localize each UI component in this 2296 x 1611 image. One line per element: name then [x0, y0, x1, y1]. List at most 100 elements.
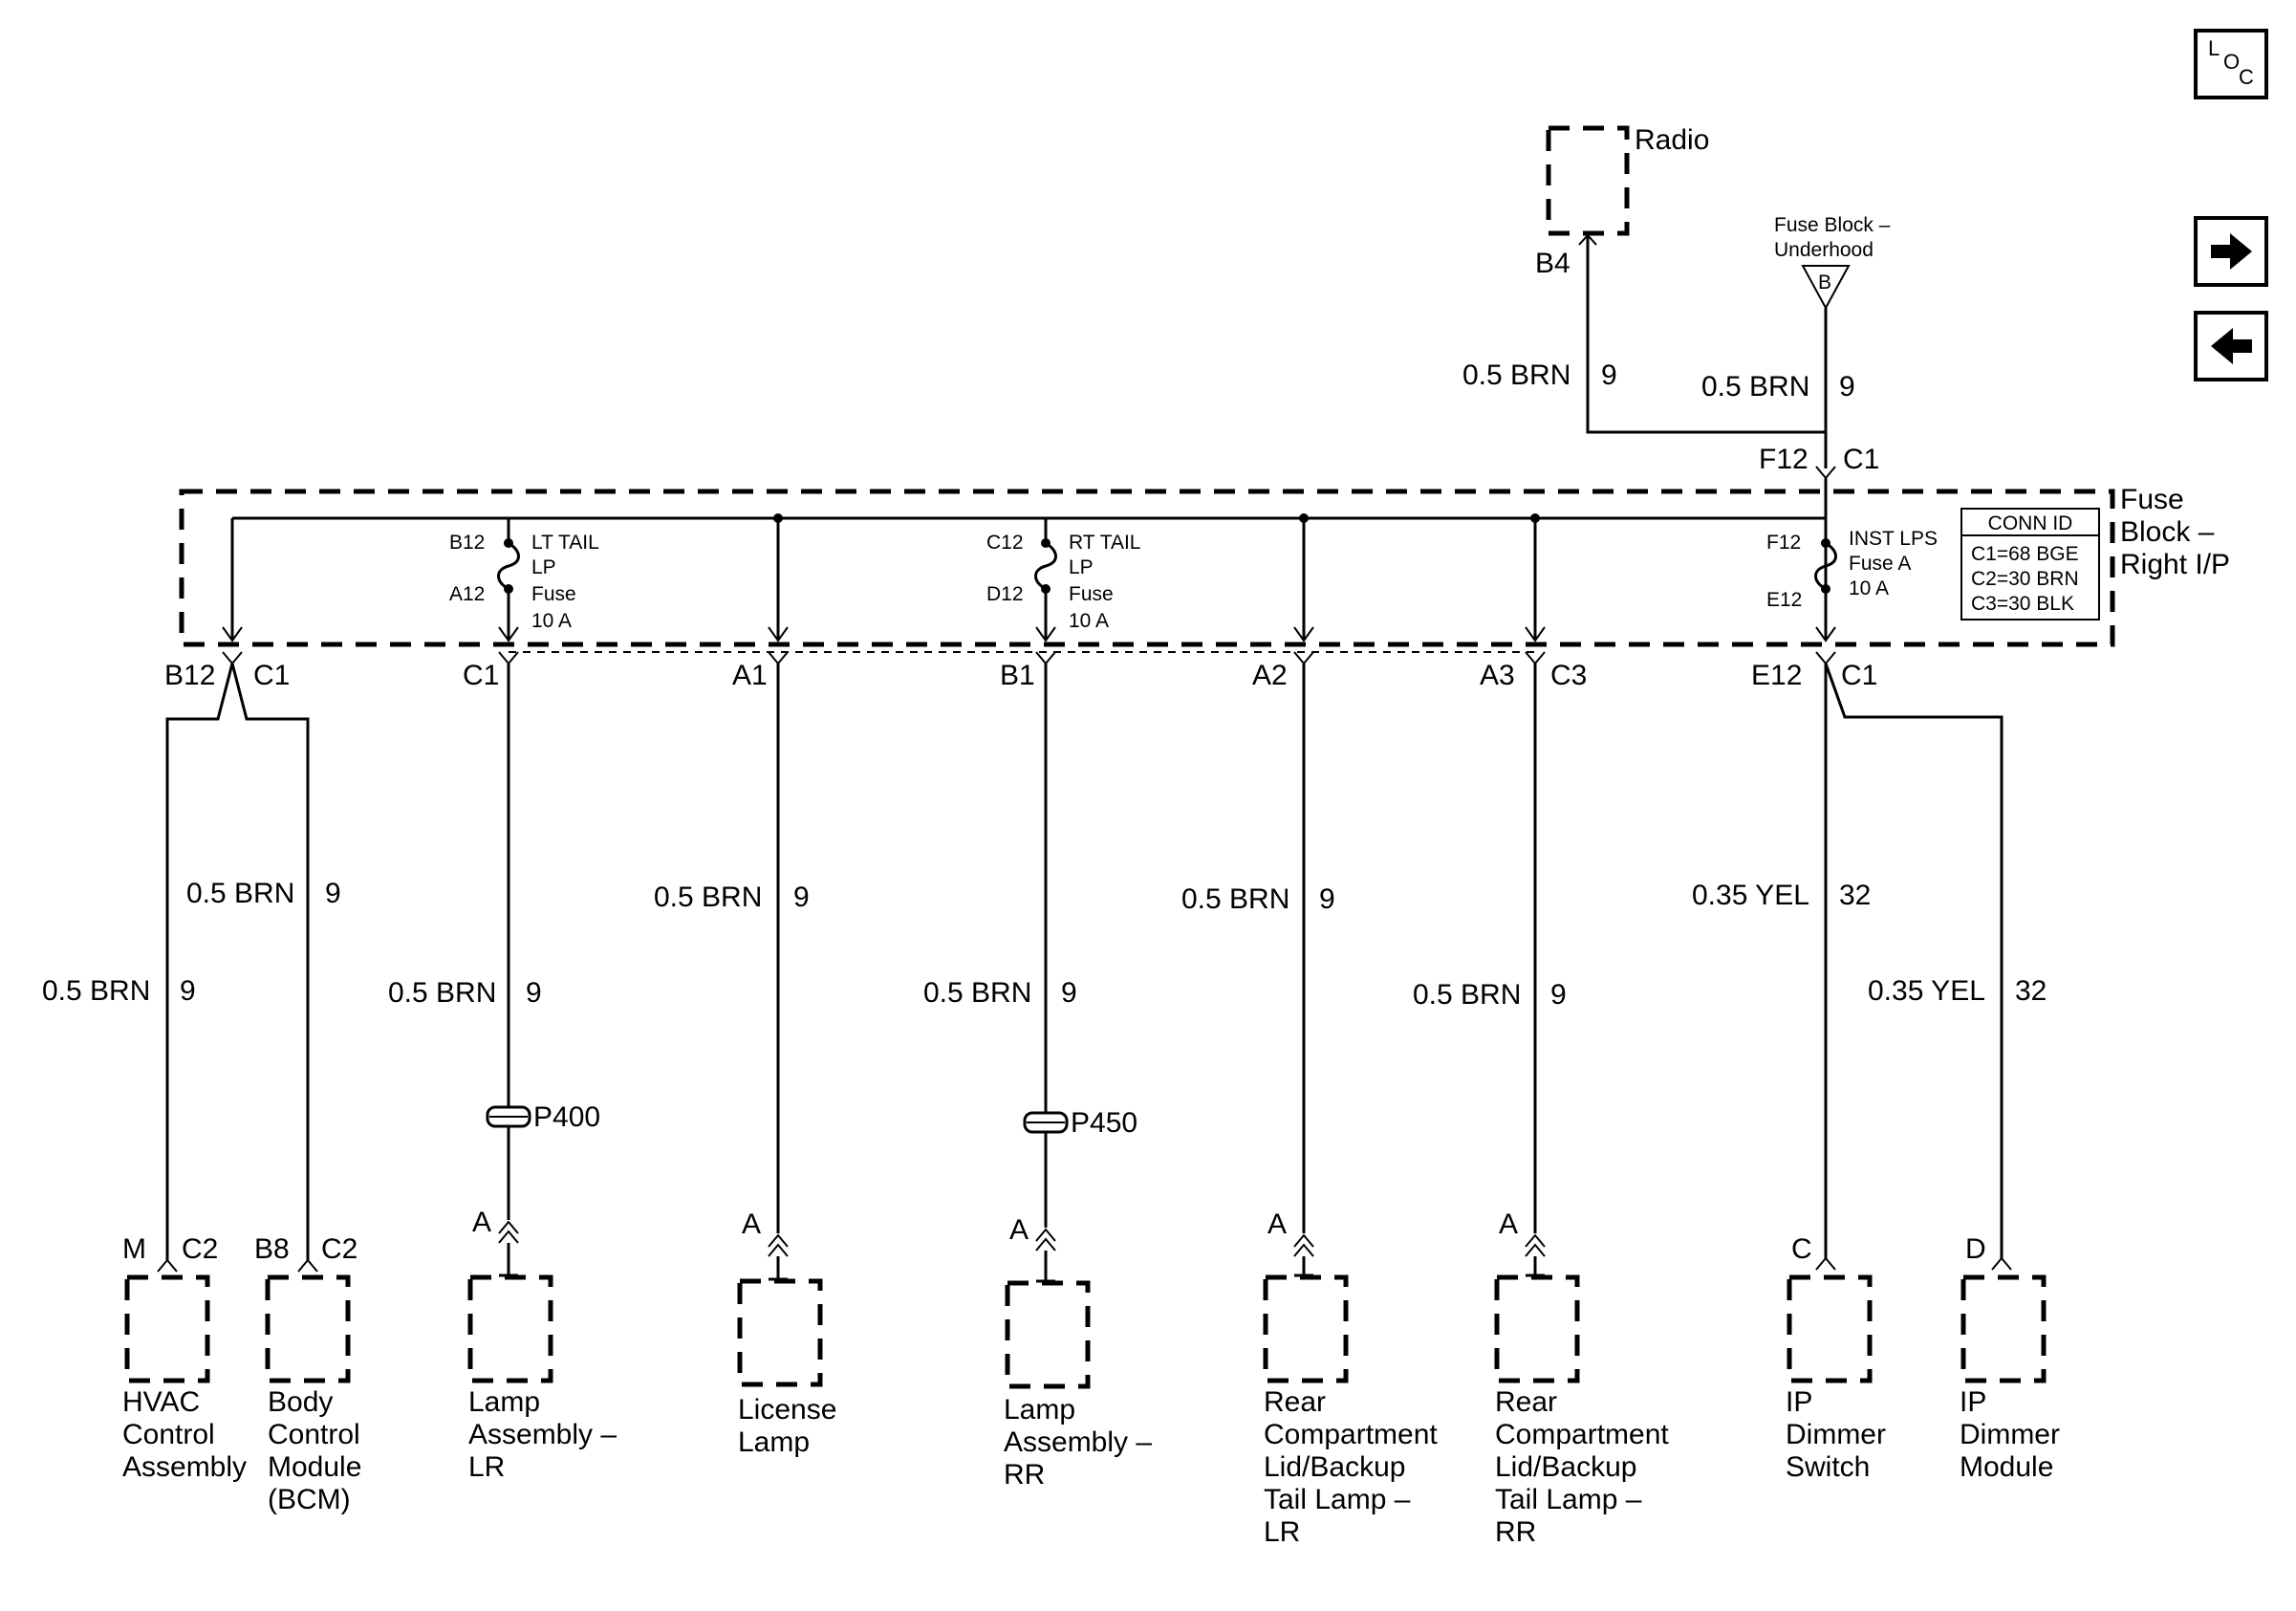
component-label: Lamp: [738, 1426, 810, 1458]
output-pin: E12: [1751, 660, 1802, 691]
wire-label: 0.35 YEL: [1868, 975, 1985, 1007]
splice-label: P400: [533, 1101, 600, 1133]
fuse-bottom-pin: A12: [449, 583, 485, 605]
fuse-label: 10 A: [531, 610, 572, 632]
component-label: RR: [1495, 1516, 1536, 1548]
component-rear-compartment-rr: A Rear Compartment Lid/Backup Tail Lamp …: [1494, 1208, 1669, 1548]
underhood-source-symbol: [1801, 265, 1851, 311]
wire-label: 0.5 BRN: [186, 878, 294, 909]
wire-circuit: 32: [1839, 880, 1871, 911]
component-ip-dimmer-switch: C IP Dimmer Switch: [1786, 1233, 1886, 1483]
wire-label: 0.5 BRN: [388, 977, 496, 1009]
component-lamp-rr: A Lamp Assembly – RR: [1004, 1214, 1152, 1491]
wire-lamp-lr: 0.5 BRN 9: [388, 664, 542, 1220]
underhood-wire-label: 0.5 BRN: [1701, 371, 1809, 403]
svg-text:C: C: [2239, 65, 2254, 89]
fuse-block-title-3: Right I/P: [2120, 549, 2230, 580]
output-conn: C3: [1550, 660, 1587, 691]
component-label: Control: [268, 1419, 360, 1450]
component-label: Rear: [1495, 1386, 1557, 1418]
component-label: Module: [268, 1451, 361, 1483]
component-label: LR: [468, 1451, 505, 1483]
fuse-bottom-pin: E12: [1766, 589, 1802, 611]
output-conn: C1: [253, 660, 290, 691]
wire-circuit: 9: [526, 977, 542, 1009]
output-conn: C1: [1841, 660, 1877, 691]
fuse-label: Fuse: [531, 583, 576, 605]
component-label: License: [738, 1394, 836, 1426]
conn-id-row: C2=30 BRN: [1971, 568, 2079, 590]
component-bcm: B8 C2 Body Control Module (BCM): [254, 1233, 361, 1515]
wire-label: 0.35 YEL: [1692, 880, 1809, 911]
fuse-top-pin: B12: [449, 532, 485, 554]
next-arrow-icon[interactable]: [2194, 216, 2268, 287]
component-label: Rear: [1264, 1386, 1326, 1418]
component-pin: A: [1009, 1214, 1029, 1246]
fuse-label: LP: [531, 556, 556, 578]
underhood-conn: C1: [1843, 444, 1879, 475]
conn-id-table: CONN ID C1=68 BGE C2=30 BRN C3=30 BLK: [1960, 508, 2100, 620]
component-label: Control: [122, 1419, 215, 1450]
component-ip-dimmer-module: D IP Dimmer Module: [1960, 1233, 2060, 1483]
fuse-block-title-2: Block –: [2120, 516, 2215, 548]
wire-lamp-rr: 0.5 BRN 9: [923, 664, 1077, 1228]
wire-label: 0.5 BRN: [1413, 979, 1521, 1011]
component-conn: C2: [321, 1233, 357, 1265]
wire-rc-lr: 0.5 BRN 9: [1181, 664, 1335, 1233]
wire-label: 0.5 BRN: [654, 882, 762, 913]
wire-label: 0.5 BRN: [923, 977, 1031, 1009]
fuse-label: Fuse: [1069, 583, 1114, 605]
splice-p400: P400: [486, 1101, 600, 1133]
wire-circuit: 9: [325, 878, 341, 909]
fuse-label: 10 A: [1849, 577, 1889, 599]
component-pin: A: [1267, 1208, 1287, 1240]
fuse-top-pin: F12: [1766, 532, 1801, 554]
output-pin: B1: [1000, 660, 1035, 691]
component-hvac: M C2 HVAC Control Assembly: [122, 1233, 247, 1483]
wire-circuit: 9: [1061, 977, 1077, 1009]
output-pin: A1: [732, 660, 768, 691]
previous-arrow-icon[interactable]: [2194, 311, 2268, 381]
svg-text:L: L: [2208, 36, 2220, 60]
component-label: Body: [268, 1386, 333, 1418]
underhood-label-1: Fuse Block –: [1774, 214, 1891, 236]
splice-p450: P450: [1023, 1107, 1137, 1139]
component-rear-compartment-lr: A Rear Compartment Lid/Backup Tail Lamp …: [1263, 1208, 1438, 1548]
output-pin: A2: [1252, 660, 1288, 691]
component-license-lamp: A License Lamp: [737, 1208, 836, 1458]
underhood-wire-circuit: 9: [1839, 371, 1855, 403]
underhood-symbol-letter: B: [1818, 272, 1831, 294]
wire-circuit: 9: [793, 882, 810, 913]
radio-wire-circuit: 9: [1601, 359, 1617, 391]
component-pin: M: [122, 1233, 146, 1265]
component-label: Lamp: [1004, 1394, 1075, 1426]
fuse-label: Fuse A: [1849, 553, 1911, 575]
bus-taps: [768, 513, 1546, 642]
component-conn: C2: [182, 1233, 218, 1265]
fuse-label: INST LPS: [1849, 528, 1938, 550]
component-label: IP: [1786, 1386, 1812, 1418]
component-lamp-lr: A Lamp Assembly – LR: [467, 1207, 617, 1483]
component-label: Compartment: [1495, 1419, 1669, 1450]
component-pin: D: [1965, 1233, 1986, 1265]
radio-label: Radio: [1635, 124, 1709, 156]
wire-circuit: 9: [1550, 979, 1567, 1011]
component-label: Dimmer: [1960, 1419, 2060, 1450]
svg-text:O: O: [2223, 50, 2240, 74]
component-label: Switch: [1786, 1451, 1870, 1483]
splice-label: P450: [1071, 1107, 1137, 1139]
fuse-label: 10 A: [1069, 610, 1109, 632]
component-label: Tail Lamp –: [1264, 1484, 1411, 1515]
underhood-pin: F12: [1759, 444, 1809, 475]
wire-circuit: 9: [180, 975, 196, 1007]
loc-icon[interactable]: L O C: [2194, 29, 2268, 99]
fuse-bottom-pin: D12: [986, 583, 1024, 605]
conn-id-header: CONN ID: [1988, 512, 2073, 534]
fuse-label: LT TAIL: [531, 532, 599, 554]
component-label: Assembly –: [468, 1419, 617, 1450]
component-label: Tail Lamp –: [1495, 1484, 1642, 1515]
output-conn: C1: [463, 660, 499, 691]
radio-wire: [1586, 235, 1826, 434]
component-label: (BCM): [268, 1484, 351, 1515]
